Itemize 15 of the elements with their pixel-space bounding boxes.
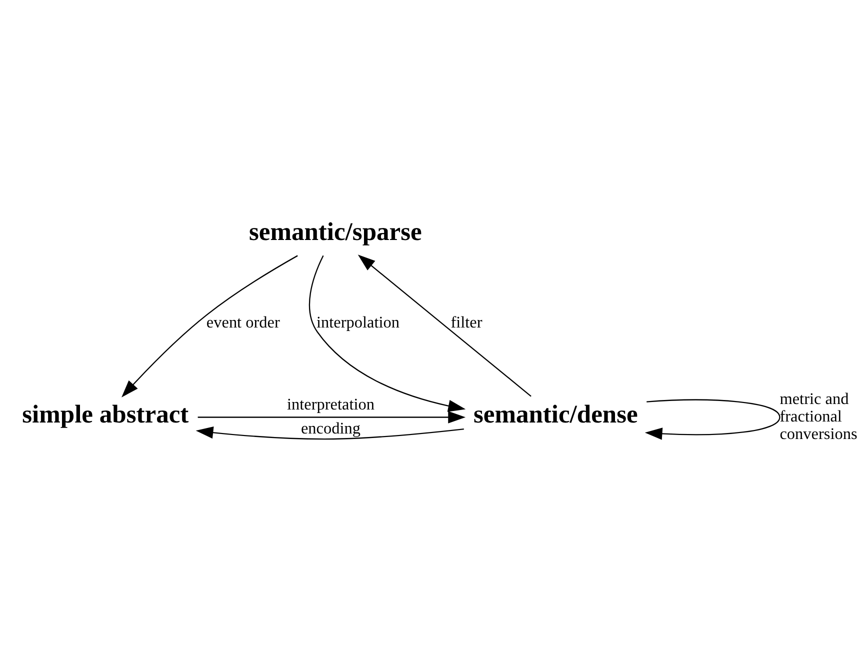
node-text: semantic/sparse — [248, 216, 422, 246]
arrow — [198, 411, 466, 424]
edge-label: encoding — [300, 420, 360, 438]
arrow — [358, 254, 532, 397]
arrow — [644, 399, 780, 440]
edge-label: filter — [450, 314, 482, 332]
edge-label: metric and fractional conversions — [780, 390, 858, 443]
arrow — [122, 255, 298, 398]
arrow — [196, 426, 464, 440]
node-text: simple abstract — [22, 400, 189, 429]
node-text: semantic/dense — [473, 400, 638, 429]
edge-label: event order — [206, 314, 280, 332]
arrow — [308, 255, 466, 412]
edge-label: interpolation — [316, 314, 400, 332]
edge-label: interpretation — [287, 395, 374, 414]
